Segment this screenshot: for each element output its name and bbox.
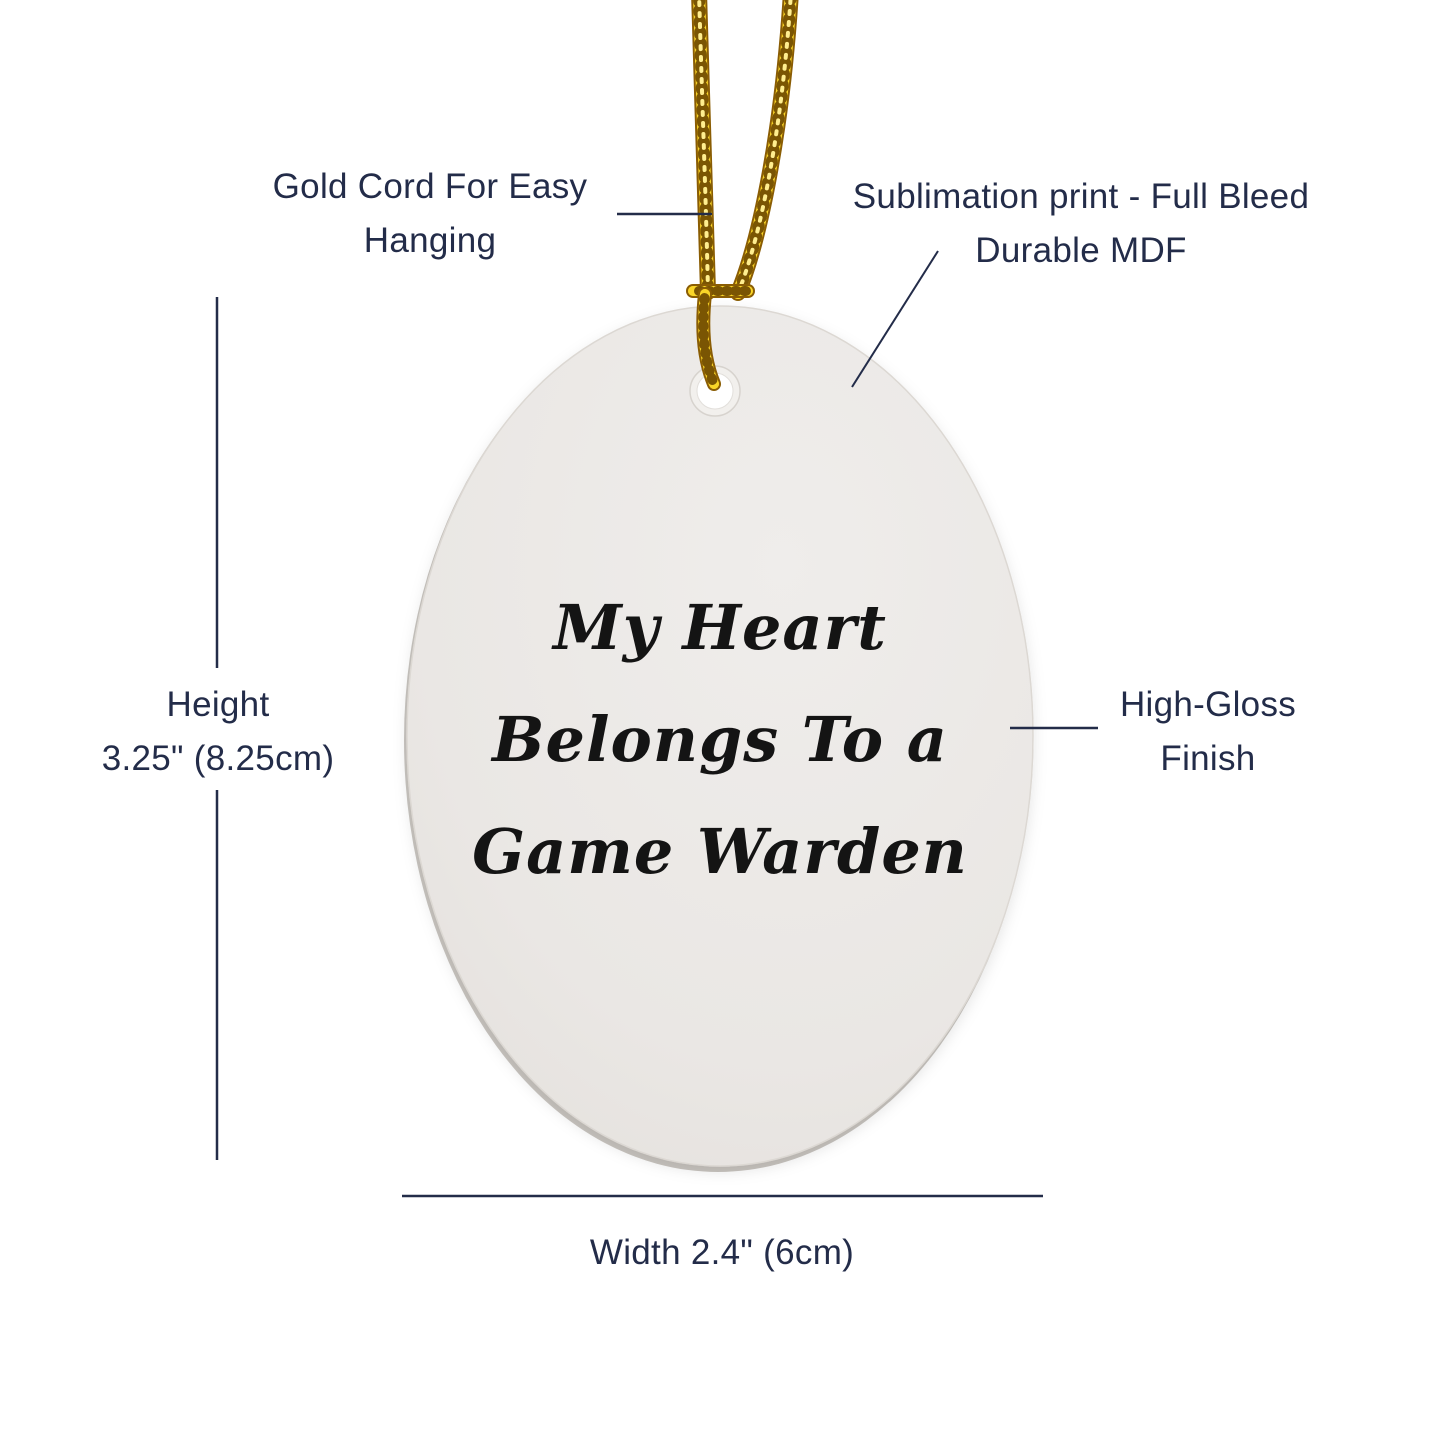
width-annotation: Width 2.4" (6cm) — [472, 1226, 972, 1280]
cord-right-strand — [730, 0, 799, 301]
ornament-text-line2: Belongs To a — [492, 703, 948, 776]
height-annotation-line2: 3.25" (8.25cm) — [101, 739, 335, 778]
print-callout-line — [851, 250, 939, 388]
cord-left-strand — [691, 0, 716, 300]
finish-annotation-line2: Finish — [1160, 739, 1256, 778]
ornament-oval — [404, 305, 1034, 1172]
print-annotation-line1: Sublimation print - Full Bleed — [852, 177, 1310, 216]
ornament-text-line3: Game Warden — [472, 815, 968, 888]
ornament-face — [406, 305, 1034, 1167]
cord-tail — [696, 287, 721, 391]
width-annotation-text: Width 2.4" (6cm) — [589, 1233, 855, 1272]
gold-cord — [686, 0, 799, 391]
print-annotation-line2: Durable MDF — [975, 231, 1187, 270]
cord-annotation-line2: Hanging — [363, 221, 497, 260]
cord-annotation: Gold Cord For Easy Hanging — [230, 160, 630, 268]
finish-annotation-line1: High-Gloss — [1119, 685, 1297, 724]
annotation-lines — [215, 212, 1098, 1198]
cord-annotation-line1: Gold Cord For Easy — [272, 167, 588, 206]
ornament-text-line1: My Heart — [553, 591, 887, 664]
height-annotation-line1: Height — [166, 685, 270, 724]
ornament-printed-text: My Heart Belongs To a Game Warden — [420, 572, 1020, 908]
finish-annotation: High-Gloss Finish — [1058, 678, 1358, 786]
height-annotation: Height 3.25" (8.25cm) — [68, 678, 368, 786]
print-annotation: Sublimation print - Full Bleed Durable M… — [831, 170, 1331, 278]
